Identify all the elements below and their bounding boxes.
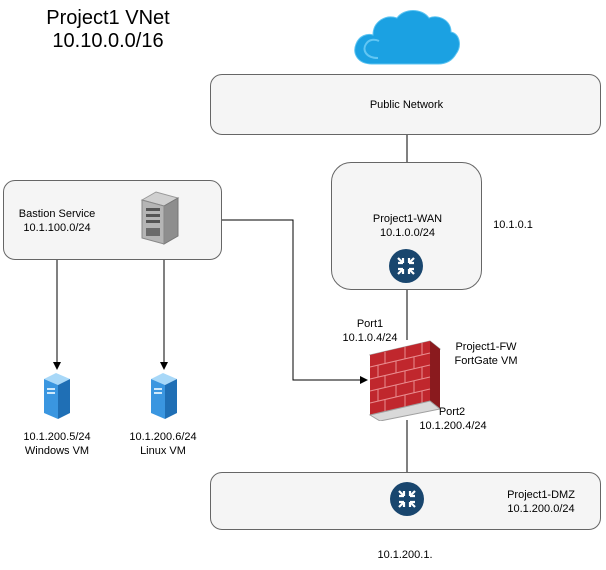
- link-bastion-firewall: [222, 219, 368, 384]
- wan-cidr: 10.1.0.0/24: [379, 227, 436, 239]
- windows-vm-icon: [44, 373, 70, 419]
- vnet-title: Project1 VNet: [46, 7, 170, 29]
- windows-vm-ip: 10.1.200.5/24: [23, 431, 91, 443]
- dmz-cidr: 10.1.200.0/24: [507, 503, 575, 515]
- dmz-name: Project1-DMZ: [507, 489, 575, 501]
- server-icon: [140, 191, 180, 245]
- fw-port1-ip: 10.1.0.4/24: [342, 332, 398, 344]
- fw-port2-ip: 10.1.200.4/24: [419, 420, 487, 432]
- linux-vm-name: Linux VM: [140, 445, 186, 457]
- fw-type: FortGate VM: [454, 355, 518, 367]
- linux-vm-ip: 10.1.200.6/24: [129, 431, 197, 443]
- dmz-gateway-ip: 10.1.200.1.: [377, 549, 433, 561]
- vnet-cidr: 10.10.0.0/16: [52, 30, 164, 52]
- wan-name: Project1-WAN: [372, 213, 443, 225]
- router-icon: [389, 249, 423, 283]
- public-network-label: Public Network: [369, 99, 444, 111]
- router-icon: [390, 482, 424, 516]
- bastion-name: Bastion Service: [18, 208, 96, 220]
- public-network-box[interactable]: Public Network: [210, 74, 601, 135]
- linux-vm-icon: [151, 373, 177, 419]
- bastion-cidr: 10.1.100.0/24: [23, 222, 91, 234]
- fw-port2-name: Port2: [438, 406, 466, 418]
- fw-name: Project1-FW: [455, 341, 517, 353]
- firewall-icon: [368, 340, 442, 421]
- bastion-service-box[interactable]: Bastion Service 10.1.100.0/24: [3, 180, 222, 260]
- cloud-icon: [354, 10, 460, 65]
- wan-gateway-ip: 10.1.0.1: [493, 219, 533, 231]
- windows-vm-name: Windows VM: [24, 445, 90, 457]
- fw-port1-name: Port1: [356, 318, 384, 330]
